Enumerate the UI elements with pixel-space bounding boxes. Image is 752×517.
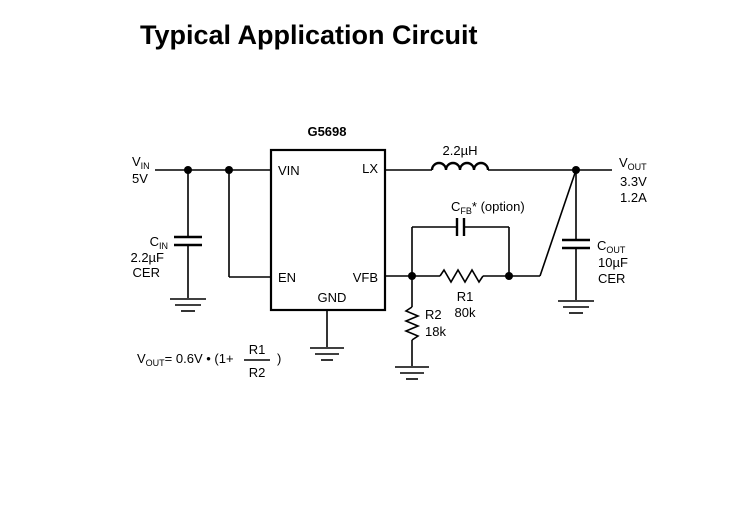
ground-icon (558, 300, 594, 314)
cin-label: CIN (150, 234, 168, 251)
cin-value: 2.2µF (130, 250, 164, 265)
cout-value: 10µF (598, 255, 628, 270)
r1-name: R1 (457, 289, 474, 304)
vout-label: VOUT (619, 155, 647, 172)
ground-icon (310, 347, 344, 361)
r1-value: 80k (455, 305, 476, 320)
r2-value: 18k (425, 324, 446, 339)
pin-vfb-label: VFB (353, 270, 378, 285)
vin-voltage: 5V (132, 171, 148, 186)
ground-icon (395, 366, 429, 380)
cout-type: CER (598, 271, 625, 286)
vin-label: VIN (132, 154, 150, 171)
r1-resistor (439, 268, 484, 284)
r2-name: R2 (425, 307, 442, 322)
chip-name: G5698 (307, 124, 346, 139)
inductor-value: 2.2µH (443, 143, 478, 158)
formula-numerator: R1 (249, 342, 266, 357)
formula-denominator: R2 (249, 365, 266, 380)
pin-lx-label: LX (362, 161, 378, 176)
ic-chip-body (269, 148, 387, 312)
page-title: Typical Application Circuit (140, 20, 478, 50)
formula-lhs: VOUT= 0.6V • (1+ (137, 351, 234, 368)
ground-icon (170, 298, 206, 312)
formula-close: ) (277, 351, 281, 366)
pin-gnd-label: GND (318, 290, 347, 305)
cin-type: CER (133, 265, 160, 280)
cfb-label: CFB* (option) (451, 199, 525, 216)
vout-current: 1.2A (620, 190, 647, 205)
pin-vin-label: VIN (278, 163, 300, 178)
vout-voltage: 3.3V (620, 174, 647, 189)
r2-resistor (403, 306, 421, 341)
cout-label: COUT (597, 238, 626, 255)
feedback-sense-wire (539, 169, 577, 277)
pin-en-label: EN (278, 270, 296, 285)
inductor-coil (430, 161, 490, 171)
